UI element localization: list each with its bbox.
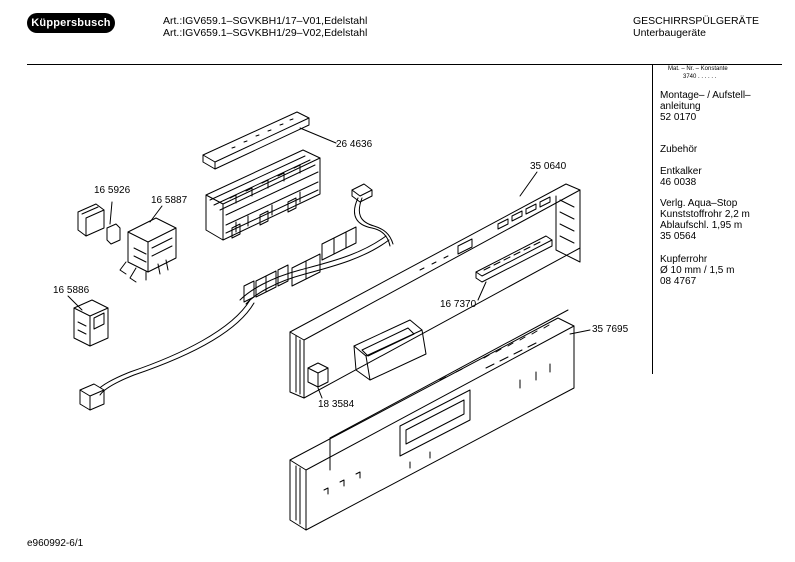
part-relay-block-165887: [119, 205, 177, 283]
sidebar-entry-copper-l1: Kupferrohr: [660, 254, 708, 265]
sidebar-entry-descaler-l2: 46 0038: [660, 177, 697, 188]
label-part-264636: 26 4636: [336, 139, 373, 150]
subcategory-title: Unterbaugeräte: [633, 27, 706, 39]
label-part-350640: 35 0640: [530, 161, 567, 172]
sidebar-column-value: 3740 . . . . . .: [683, 74, 717, 80]
sidebar-entry-aquastop-l1: Verlg. Aqua–Stop: [660, 198, 738, 209]
sidebar-entry-aquastop-l2: Kunststoffrohr 2,2 m: [660, 209, 750, 220]
sidebar-entry-descaler-l1: Entkalker: [660, 166, 702, 177]
brand-logo: Küppersbusch: [27, 13, 115, 33]
sidebar-entry-copper-l3: 08 4767: [660, 276, 697, 287]
sidebar-column-header: Mat. – Nr. – Konstante: [668, 66, 728, 72]
label-part-165887: 16 5887: [151, 195, 188, 206]
article-line-2: Art.:IGV659.1–SGVKBH1/29–V02,Edelstahl: [163, 27, 368, 39]
part-handle-frame: [353, 319, 427, 381]
part-display-strip-167370: [475, 235, 553, 301]
label-part-165926: 16 5926: [94, 185, 131, 196]
sidebar-entry-accessories: Zubehör: [660, 144, 698, 155]
category-title: GESCHIRRSPÜLGERÄTE: [633, 15, 760, 27]
sidebar-entry-manual-l2: anleitung: [660, 101, 701, 112]
part-relay-165886: [67, 295, 109, 347]
part-wiring-harness: [79, 183, 394, 411]
part-panel-357695: [289, 309, 591, 531]
label-part-183584: 18 3584: [318, 399, 355, 410]
label-part-165886: 16 5886: [53, 285, 90, 296]
sidebar-entry-aquastop-l3: Ablaufschl. 1,95 m: [660, 220, 743, 231]
part-panel-350640: [289, 171, 581, 399]
article-line-1: Art.:IGV659.1–SGVKBH1/17–V01,Edelstahl: [163, 15, 368, 27]
sidebar-entry-aquastop-l4: 35 0564: [660, 231, 697, 242]
sidebar-entry-copper-l2: Ø 10 mm / 1,5 m: [660, 265, 735, 276]
label-part-167370: 16 7370: [440, 299, 477, 310]
part-cube-183584: [307, 362, 329, 399]
header-divider: [27, 64, 782, 65]
label-part-357695: 35 7695: [592, 324, 629, 335]
part-bracket-165926: [77, 201, 121, 245]
sidebar-entry-manual-l3: 52 0170: [660, 112, 697, 123]
document-code: e960992-6/1: [27, 538, 84, 549]
part-control-module-264636: [202, 111, 337, 241]
sidebar-entry-manual-l1: Montage– / Aufstell–: [660, 90, 751, 101]
sidebar-divider: [652, 64, 653, 374]
